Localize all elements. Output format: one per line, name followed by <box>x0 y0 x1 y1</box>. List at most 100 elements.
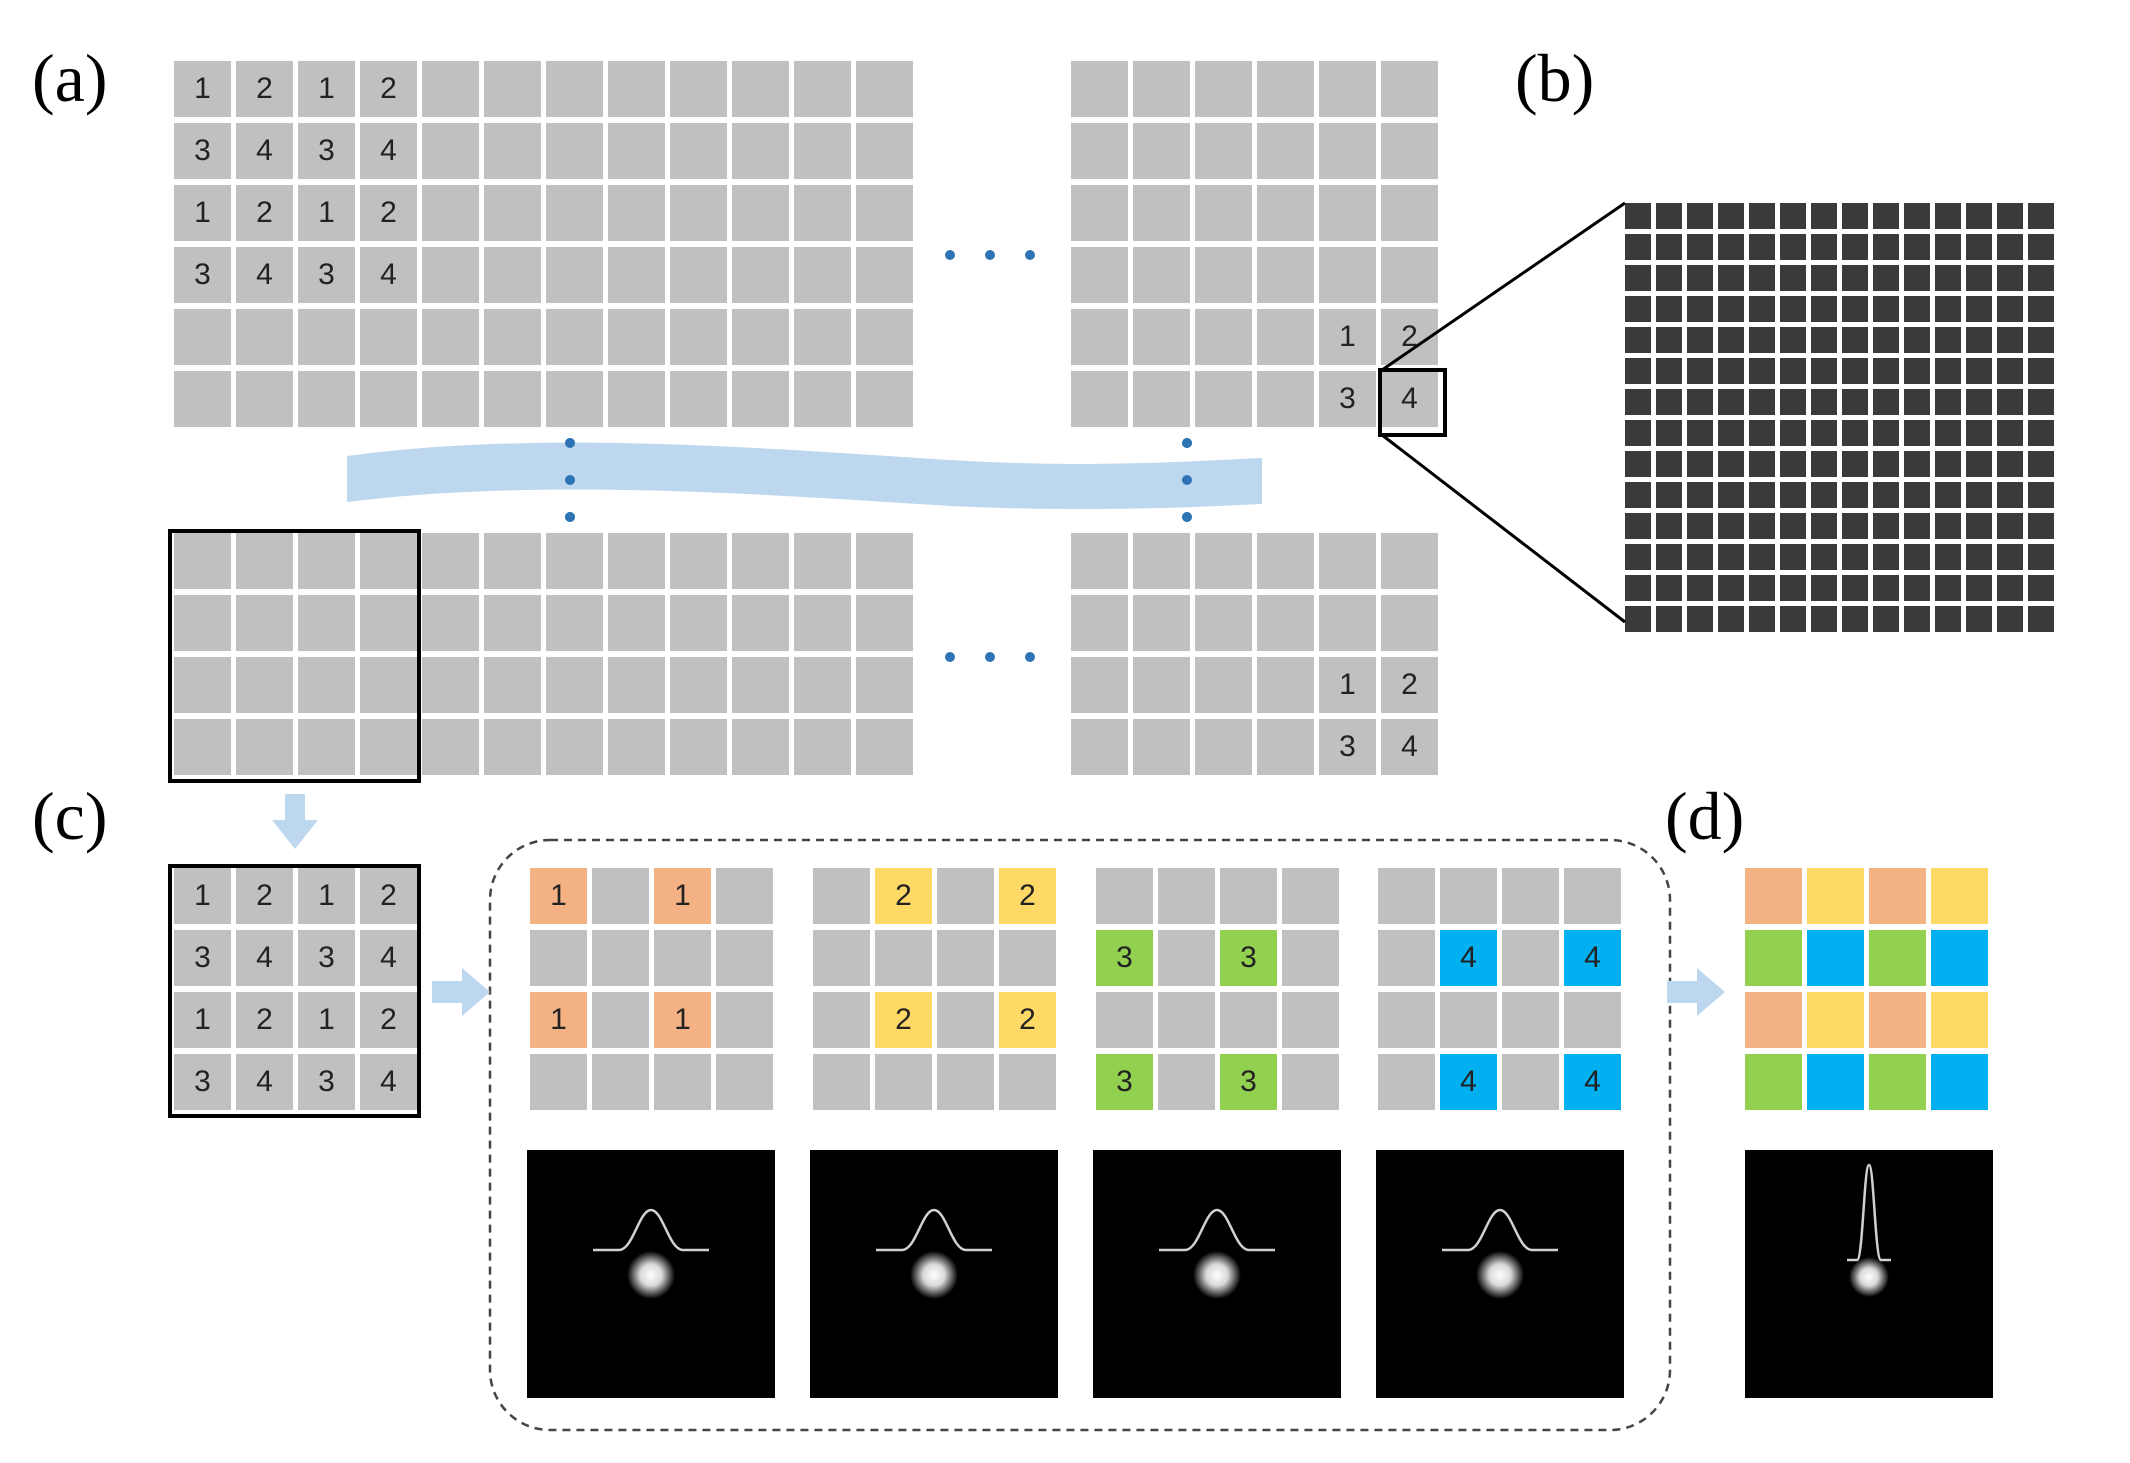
top-left-block-cell: 4 <box>360 247 417 303</box>
subpixel <box>1935 203 1961 229</box>
ellipsis-horizontal-icon <box>945 652 955 662</box>
top-left-block-cell: 4 <box>360 123 417 179</box>
subpixel <box>1625 296 1651 322</box>
ellipsis-horizontal-icon <box>985 250 995 260</box>
subpixel <box>1625 389 1651 415</box>
phase-2-grid-cell <box>937 992 994 1048</box>
subpixel <box>1997 575 2023 601</box>
subpixel <box>1625 203 1651 229</box>
subpixel <box>1935 575 1961 601</box>
phase-4-grid-cell: 4 <box>1440 930 1497 986</box>
subpixel <box>1873 606 1899 632</box>
subpixel <box>1656 234 1682 260</box>
ellipsis-vertical-icon <box>1182 475 1192 485</box>
combined-grid-cell <box>1931 1054 1988 1110</box>
top-left-block-cell <box>360 309 417 365</box>
extracted-block-cell: 4 <box>360 1054 417 1110</box>
subpixel <box>1935 420 1961 446</box>
subpixel <box>1749 544 1775 570</box>
phase-2-grid-cell <box>999 1054 1056 1110</box>
extracted-block-cell: 2 <box>236 868 293 924</box>
subpixel <box>2028 234 2054 260</box>
phase-4-grid-cell <box>1378 868 1435 924</box>
phase-2-grid-cell <box>813 992 870 1048</box>
phase-1-grid-cell <box>592 1054 649 1110</box>
top-left-block-cell <box>484 309 541 365</box>
subpixel <box>1966 203 1992 229</box>
top-left-block-cell <box>422 247 479 303</box>
subpixel <box>1780 420 1806 446</box>
top-left-block-cell <box>794 61 851 117</box>
subpixel <box>1873 482 1899 508</box>
phase-3-grid-cell <box>1282 930 1339 986</box>
subpixel <box>1718 203 1744 229</box>
subpixel <box>1780 358 1806 384</box>
top-left-block-cell: 1 <box>298 185 355 241</box>
subpixel <box>1718 234 1744 260</box>
bottom-left-block-cell <box>608 719 665 775</box>
subpixel <box>1687 358 1713 384</box>
phase-3-grid-cell: 3 <box>1096 930 1153 986</box>
subpixel <box>1687 513 1713 539</box>
top-left-block-cell: 3 <box>174 247 231 303</box>
bottom-left-block-cell <box>794 533 851 589</box>
bottom-right-block-cell <box>1195 719 1252 775</box>
top-left-block-cell <box>794 371 851 427</box>
subpixel <box>1966 420 1992 446</box>
phase-1-grid-cell <box>654 930 711 986</box>
top-right-block-cell <box>1319 247 1376 303</box>
phase-3-grid-cell <box>1220 992 1277 1048</box>
phase-4-grid-cell <box>1564 992 1621 1048</box>
combined-grid-cell <box>1807 992 1864 1048</box>
bottom-right-block-cell <box>1133 533 1190 589</box>
bottom-left-block-cell <box>608 533 665 589</box>
subpixel <box>1873 358 1899 384</box>
extracted-block-cell: 4 <box>236 1054 293 1110</box>
subpixel <box>2028 389 2054 415</box>
subpixel <box>1780 575 1806 601</box>
subpixel <box>1966 513 1992 539</box>
top-right-block-cell <box>1071 61 1128 117</box>
subpixel <box>1811 575 1837 601</box>
subpixel <box>1842 389 1868 415</box>
bottom-right-block-cell <box>1319 595 1376 651</box>
bottom-right-block-cell <box>1257 533 1314 589</box>
subpixel <box>1687 420 1713 446</box>
phase-4-grid-cell: 4 <box>1564 930 1621 986</box>
subpixel <box>1997 389 2023 415</box>
bottom-left-block-cell <box>670 533 727 589</box>
top-left-block-cell <box>608 185 665 241</box>
subpixel <box>1687 296 1713 322</box>
subpixel <box>2028 327 2054 353</box>
subpixel <box>1873 575 1899 601</box>
combined-grid-cell <box>1869 992 1926 1048</box>
top-left-block-cell <box>856 123 913 179</box>
subpixel <box>1749 575 1775 601</box>
phase-3-grid-cell <box>1282 868 1339 924</box>
phase-3-grid-cell <box>1158 1054 1215 1110</box>
subpixel <box>1718 451 1744 477</box>
extracted-block-cell: 2 <box>360 992 417 1048</box>
phase-4-grid-cell <box>1378 930 1435 986</box>
top-right-block-cell <box>1319 61 1376 117</box>
subpixel <box>1842 203 1868 229</box>
bottom-right-block-cell: 4 <box>1381 719 1438 775</box>
phase-1-grid-cell <box>716 992 773 1048</box>
phase-2-grid-cell <box>813 930 870 986</box>
subpixel <box>1935 358 1961 384</box>
bottom-left-block-cell <box>236 595 293 651</box>
subpixel <box>1656 358 1682 384</box>
subpixel <box>1687 544 1713 570</box>
phase-3-grid-cell <box>1096 992 1153 1048</box>
phase-2-grid-cell: 2 <box>999 992 1056 1048</box>
subpixel <box>1749 420 1775 446</box>
bottom-left-block-cell <box>732 595 789 651</box>
subpixel <box>1749 265 1775 291</box>
subpixel <box>1904 575 1930 601</box>
phase-3-grid-cell <box>1158 868 1215 924</box>
combined-grid-cell <box>1869 1054 1926 1110</box>
top-left-block-cell <box>484 61 541 117</box>
top-right-block-cell <box>1133 371 1190 427</box>
bottom-left-block-cell <box>856 657 913 713</box>
phase-3-grid-cell <box>1282 992 1339 1048</box>
